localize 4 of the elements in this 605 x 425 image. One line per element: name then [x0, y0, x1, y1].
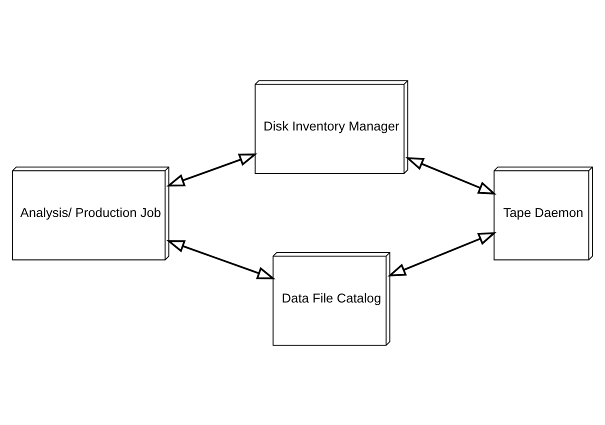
arrow [166, 153, 258, 186]
arrow [405, 156, 497, 194]
arrow [166, 240, 276, 279]
arrow [387, 232, 497, 276]
